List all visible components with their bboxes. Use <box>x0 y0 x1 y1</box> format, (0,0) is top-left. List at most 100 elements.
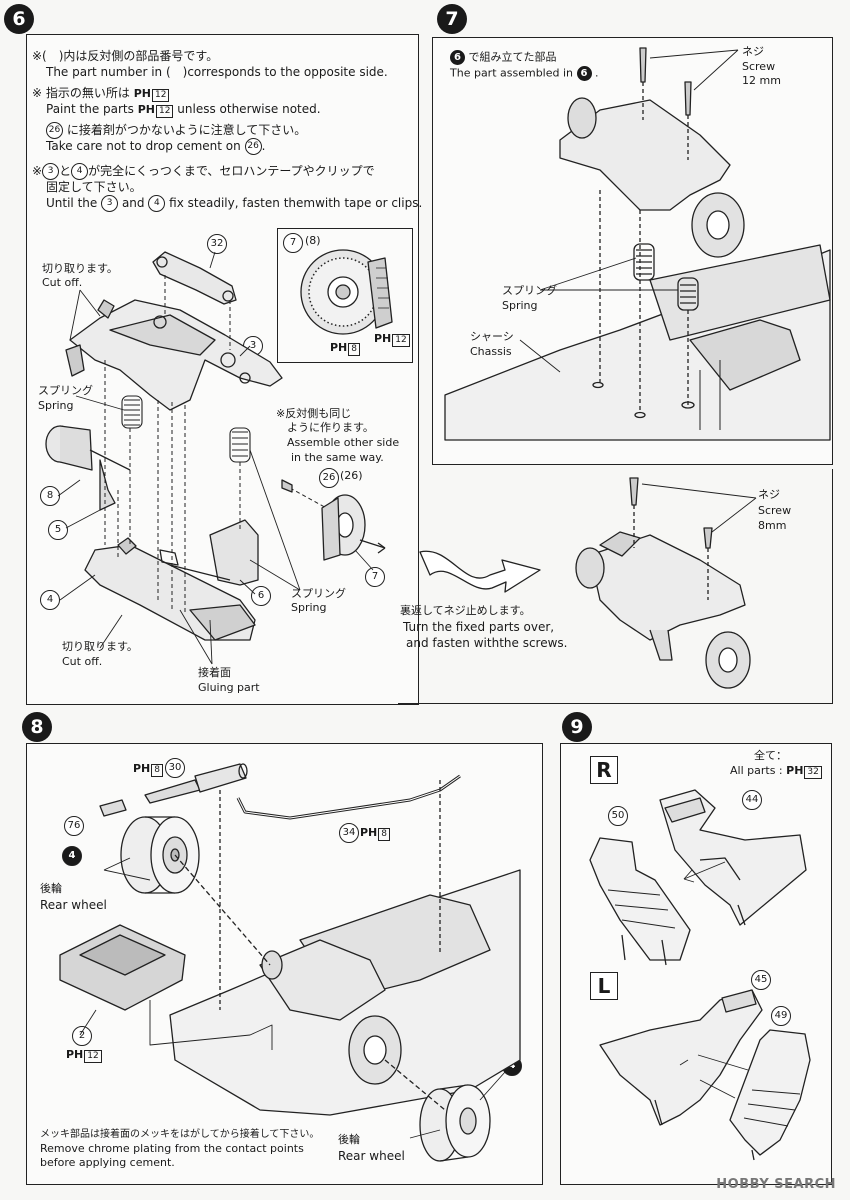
part-49-callout: 49 <box>771 1006 791 1026</box>
part-30-callout: 30 <box>165 758 185 778</box>
gluing-label-jp: 接着面 <box>198 666 231 679</box>
chassis-en: Chassis <box>470 345 512 358</box>
screw-8-jp: ネジ <box>758 488 780 501</box>
step6-ref-callout: 6 <box>450 50 465 65</box>
cut-off-label-en: Cut off. <box>42 276 83 289</box>
step6-note3-jp-text: に接着剤がつかないように注意して下さい。 <box>66 123 307 137</box>
cut-off2-label-en: Cut off. <box>62 655 103 668</box>
step7-lower-frame <box>398 469 833 704</box>
part-26-callout: 26 <box>46 122 63 139</box>
turn-over-en2: and fasten withthe screws. <box>406 636 568 650</box>
part-26-paren-callout: (26) <box>340 469 363 482</box>
part-4-callout: 4 <box>148 195 166 212</box>
part-26-callout: 26 <box>244 138 262 155</box>
subframe-drawing <box>84 519 259 641</box>
screw-8-en: Screw <box>758 504 792 517</box>
part-7-disc-drawing <box>281 479 386 561</box>
step6-note3-jp: 26 に接着剤がつかないように注意して下さい。 <box>46 122 306 139</box>
note4-and: と <box>59 164 72 178</box>
spring2-label-jp: スプリング <box>291 587 346 600</box>
right-side-marker: R <box>590 756 618 784</box>
step6-note4-en: Until the 3 and 4 fix steadily, fasten t… <box>46 195 422 212</box>
part-3-callout: 3 <box>42 163 60 180</box>
step6-note2-en-b: unless otherwise noted. <box>177 102 321 116</box>
note4-en-b: and <box>121 196 145 210</box>
rear-wheel2-en: Rear wheel <box>338 1149 405 1163</box>
all-parts-jp: 全て： <box>754 749 787 762</box>
chrome-note-en1: Remove chrome plating from the contact p… <box>40 1142 304 1155</box>
step6-note2-en-a: Paint the parts <box>46 102 134 116</box>
spring-label-en: Spring <box>38 399 74 412</box>
step6-note4-jp2: 固定して下さい。 <box>46 180 142 194</box>
chassis-jp: シャーシ <box>470 330 514 343</box>
step6-ref-callout: 6 <box>576 66 592 81</box>
part-32-callout: 32 <box>207 234 227 254</box>
screw-8-size: 8mm <box>758 519 787 532</box>
step7-assembled-en-text: The part assembled in <box>450 66 574 80</box>
left-side-marker: L <box>590 972 618 1000</box>
step7-assembled-jp-text: で組み立てた部品 <box>468 50 557 64</box>
screw-12-size: 12 mm <box>742 74 781 87</box>
disc-inset-drawing <box>300 249 393 335</box>
assemble-other-en1: Assemble other side <box>287 436 400 449</box>
part-6-callout: 6 <box>251 586 271 606</box>
assemble-other-en2: in the same way. <box>291 451 384 464</box>
rear-wheel-en: Rear wheel <box>40 898 107 912</box>
note4-en-a: Until the <box>46 196 98 210</box>
part-5-callout: 5 <box>48 520 68 540</box>
note4-text: が完全にくっつくまで、セロハンテープやクリップで <box>88 164 375 178</box>
part-34-callout: 34 <box>339 823 359 843</box>
spring2-label-en: Spring <box>291 601 327 614</box>
note4-en-c: fix steadily, fasten themwith tape or cl… <box>169 196 423 210</box>
rear-wheel2-jp: 後輪 <box>338 1133 360 1146</box>
all-parts-en-text: All parts : <box>730 764 783 777</box>
cut-off2-label-jp: 切り取ります。 <box>62 640 138 653</box>
turn-over-en1: Turn the fixed parts over, <box>403 620 555 634</box>
suspension-arm-drawing <box>65 299 283 411</box>
step6-note2-jp-text: ※ 指示の無い所は <box>32 86 130 100</box>
step9-number: 9 <box>562 712 592 742</box>
part-8-callout: 8 <box>40 486 60 506</box>
part-4-callout: 4 <box>71 163 89 180</box>
part-3-callout: 3 <box>101 195 119 212</box>
part-7-callout: 7 <box>283 233 303 253</box>
part-4-callout: 4 <box>62 846 82 866</box>
gluing-label-en: Gluing part <box>198 681 260 694</box>
assemble-other-jp1: ※反対側も同じ <box>276 407 352 420</box>
part-7-callout: 7 <box>365 567 385 587</box>
step6-note1-en: The part number in ( )corresponds to the… <box>46 65 388 79</box>
note-mark: ※ <box>32 164 43 178</box>
screw-12-en: Screw <box>742 60 776 73</box>
step7-assembled-jp: 6 で組み立てた部品 <box>450 50 557 65</box>
turn-over-arrow <box>419 550 541 593</box>
seat-drawings <box>589 789 811 1161</box>
spring7-jp: スプリング <box>502 284 557 297</box>
spring7-en: Spring <box>502 299 538 312</box>
part-4-callout: 4 <box>40 590 60 610</box>
step6-number: 6 <box>4 4 34 34</box>
chrome-note-jp: メッキ部品は接着面のメッキをはがしてから接着して下さい。 <box>40 1129 320 1140</box>
step6-note1-jp: ※( )内は反対側の部品番号です。 <box>32 49 219 63</box>
part-32-drawing <box>152 251 237 305</box>
step8-assembly-drawing <box>59 763 521 1162</box>
spring-drawings <box>121 395 251 463</box>
part-45-callout: 45 <box>751 970 771 990</box>
step7-number: 7 <box>437 4 467 34</box>
part-26-callout: 26 <box>319 468 339 488</box>
part-8-paren-callout: (8) <box>305 234 321 247</box>
step7-assembly-drawing <box>444 47 831 441</box>
part-50-callout: 50 <box>608 806 628 826</box>
step7-assembled-en: The part assembled in 6 . <box>450 66 599 81</box>
leader-lines <box>57 251 374 665</box>
